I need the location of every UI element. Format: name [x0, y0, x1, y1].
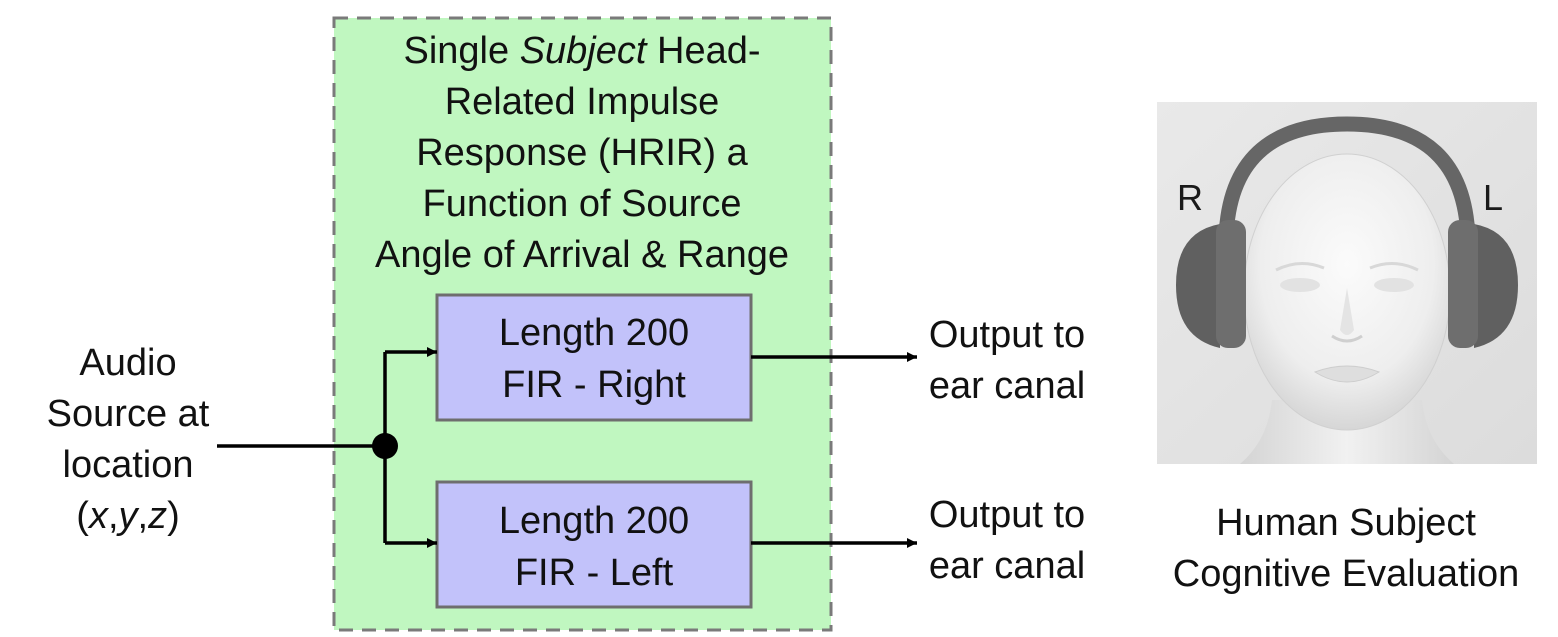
- subject-caption-line1: Human Subject: [1216, 502, 1476, 544]
- headphone-cup-left: [1474, 224, 1518, 348]
- headphone-left-label: L: [1483, 177, 1503, 218]
- svg-text:Single Subject Head-: Single Subject Head-: [403, 30, 760, 72]
- output-left-line2: ear canal: [929, 545, 1085, 587]
- hrir-title-line5: Angle of Arrival & Range: [375, 234, 789, 276]
- split-junction-dot: [372, 433, 398, 459]
- fir-right-line1: Length 200: [499, 312, 689, 354]
- hrir-title-line1-em: Subject: [520, 30, 648, 72]
- fir-right-box: [435, 293, 753, 422]
- headphone-cup-right: [1176, 224, 1220, 348]
- human-head-with-headphones-image: R L: [1157, 102, 1537, 464]
- fir-left-line2: FIR - Left: [515, 552, 674, 594]
- headphone-right-label: R: [1177, 177, 1203, 218]
- fir-left-line1: Length 200: [499, 500, 689, 542]
- source-coordinates: (x,y,z): [76, 495, 179, 537]
- subject-caption-line2: Cognitive Evaluation: [1173, 553, 1519, 595]
- hrir-title-line1-post: Head-: [646, 30, 760, 72]
- source-line3: location: [63, 444, 194, 486]
- hrir-title-line4: Function of Source: [423, 183, 742, 225]
- headphone-band: [1218, 116, 1476, 246]
- fir-right-line2: FIR - Right: [502, 364, 686, 406]
- hrir-title: Single Subject Head- Related Impulse Res…: [375, 30, 789, 276]
- hrir-title-line3: Response (HRIR) a: [416, 132, 748, 174]
- output-right-line1: Output to: [929, 314, 1085, 356]
- source-line1: Audio: [79, 342, 176, 384]
- output-right-line2: ear canal: [929, 365, 1085, 407]
- source-line2: Source at: [47, 393, 210, 435]
- hrir-title-line2: Related Impulse: [445, 81, 720, 123]
- output-left-line1: Output to: [929, 494, 1085, 536]
- source-label: Audio Source at location (x,y,z): [47, 342, 210, 537]
- hrir-title-line1-pre: Single: [403, 30, 519, 72]
